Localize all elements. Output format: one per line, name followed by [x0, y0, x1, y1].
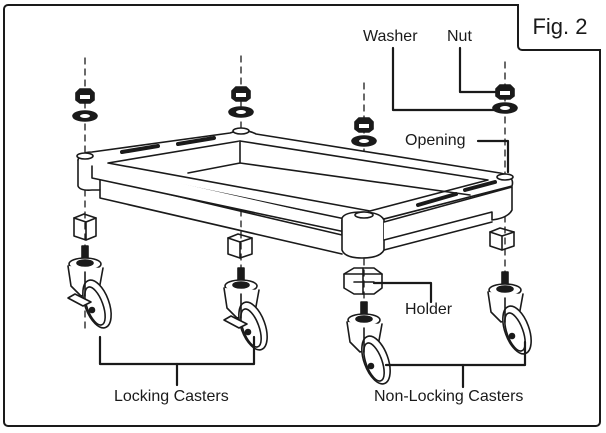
holder-front-right: [343, 267, 383, 295]
holder-back-right: [489, 227, 515, 251]
callout-opening: Opening: [405, 132, 466, 149]
washer-back-left: [228, 106, 254, 118]
callout-leaders: [98, 46, 527, 389]
caster-locking-back-left: [223, 267, 268, 351]
washer-front-right: [351, 135, 377, 147]
caster-locking-front-left: [67, 245, 112, 329]
caster-non-locking-back-right: [487, 271, 532, 355]
leader-nonlocking-bracket: [384, 340, 527, 367]
leader-locking-bracket: [98, 335, 256, 366]
callout-washer: Washer: [363, 28, 418, 45]
holder-back-left: [227, 233, 253, 259]
figure-border: [3, 4, 601, 427]
washer-back-right: [492, 102, 518, 114]
leader-nut: [458, 46, 498, 94]
nut-back-left: [231, 86, 251, 102]
leader-washer: [391, 46, 498, 112]
nut-back-right: [495, 84, 515, 100]
leader-holder: [372, 281, 433, 304]
callout-non-locking-casters: Non-Locking Casters: [374, 388, 524, 405]
leader-opening: [476, 139, 510, 174]
washer-front-left: [72, 110, 98, 122]
holder-front-left: [73, 213, 97, 241]
callout-holder: Holder: [405, 301, 453, 318]
callout-nut: Nut: [447, 28, 472, 45]
figure-label: Fig. 2: [517, 4, 601, 51]
nut-front-right: [354, 117, 374, 133]
brake-pedal-icon: [223, 315, 248, 329]
brake-pedal-icon: [67, 293, 92, 307]
callout-locking-casters: Locking Casters: [114, 388, 229, 405]
nut-front-left: [75, 88, 95, 104]
base-frame: [76, 127, 514, 259]
caster-non-locking-front-right: [346, 301, 391, 385]
